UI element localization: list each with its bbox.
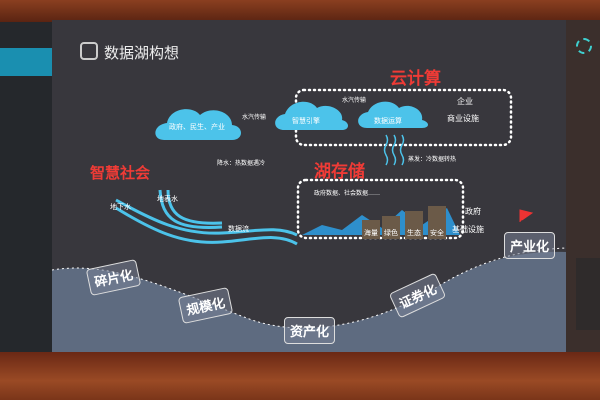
clouds bbox=[155, 101, 428, 140]
wall-top bbox=[0, 0, 600, 22]
server-ecology: 生态 bbox=[405, 211, 423, 239]
cloud-gov bbox=[155, 109, 241, 140]
flag-icon bbox=[519, 209, 534, 222]
diagram-graphics bbox=[52, 88, 566, 354]
infrastructure-label: 基础设施 bbox=[452, 225, 484, 234]
left-side-screen bbox=[0, 22, 52, 352]
commercial-label: 商业设施 bbox=[447, 114, 479, 123]
evaporation-waves bbox=[383, 134, 405, 166]
server-massive: 海量 bbox=[362, 220, 380, 239]
cloud-label-gov: 政府、民生、产业 bbox=[169, 123, 225, 131]
groundwater-label: 地下水 bbox=[110, 203, 131, 211]
rain-label: 降水：热数据遇冷 bbox=[217, 160, 266, 167]
slide-title: 数据湖构想 bbox=[104, 44, 180, 62]
data-streams bbox=[115, 189, 298, 246]
evaporation-label: 蒸发：冷数据转热 bbox=[408, 156, 457, 163]
vapor-label-2: 水汽传输 bbox=[342, 97, 367, 104]
side-panel-box bbox=[576, 258, 600, 330]
stage-industrialized: 产业化 bbox=[504, 232, 556, 259]
surface-water-label: 地表水 bbox=[157, 195, 178, 203]
cloud-label-compute: 数据运算 bbox=[374, 117, 402, 125]
right-side-screen bbox=[566, 20, 600, 354]
smart-society-heading: 智慧社会 bbox=[90, 164, 151, 182]
government-label: 政府 bbox=[465, 207, 481, 216]
logo-icon bbox=[80, 42, 98, 60]
data-flow-label: 数据流 bbox=[228, 225, 249, 233]
lake-storage-heading: 湖存储 bbox=[314, 162, 365, 182]
stage-assetized: 资产化 bbox=[284, 317, 336, 344]
vapor-label-1: 水汽传输 bbox=[242, 114, 267, 121]
cloud-label-engine: 智慧引擎 bbox=[292, 117, 320, 125]
cloud-computing-heading: 云计算 bbox=[390, 69, 441, 89]
toolbar bbox=[0, 48, 52, 76]
wall-bottom bbox=[0, 352, 600, 400]
cloud-engine bbox=[275, 101, 348, 130]
presentation-slide: 数据湖构想 云计算 湖存储 智慧社会 政府、民生、产业 智慧引擎 数据运算 水汽… bbox=[52, 20, 566, 354]
globe-icon bbox=[576, 38, 592, 54]
cloud-compute bbox=[358, 101, 428, 128]
lake-data-label: 政府数据、社会数据…… bbox=[314, 190, 381, 197]
server-green: 绿色 bbox=[382, 216, 400, 239]
server-security: 安全 bbox=[428, 206, 446, 239]
enterprise-label: 企业 bbox=[457, 97, 473, 106]
lake-box bbox=[296, 178, 465, 240]
stage-wave bbox=[52, 251, 566, 354]
